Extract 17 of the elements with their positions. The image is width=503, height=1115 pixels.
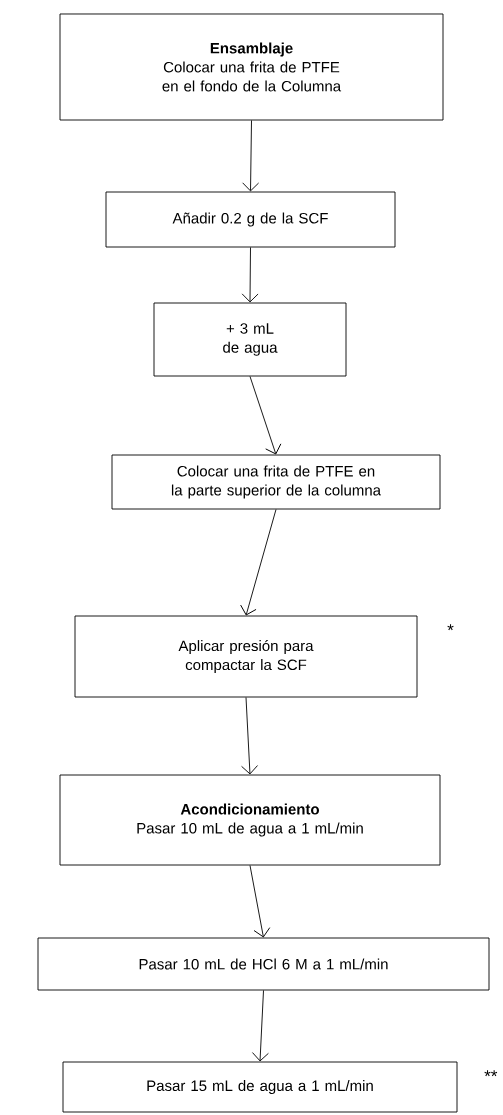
arrow	[249, 376, 282, 455]
arrow	[241, 247, 259, 303]
arrow	[242, 120, 260, 192]
process-box: Aplicar presión para compactar la SCF	[74, 615, 418, 698]
arrow	[252, 990, 269, 1062]
process-box: Pasar 15 mL de agua a 1 mL/min	[62, 1061, 458, 1113]
process-box: Añadir 0.2 g de la SCF	[105, 191, 396, 248]
arrow	[240, 509, 277, 616]
process-box: + 3 mL de agua	[153, 302, 347, 377]
process-box: Pasar 10 mL de HCl 6 M a 1 mL/min	[37, 937, 490, 991]
footnote-mark: **	[484, 1070, 498, 1077]
footnote-mark: *	[447, 624, 454, 631]
process-box: Colocar una frita de PTFE en la parte superior de la columna	[111, 454, 441, 510]
arrow	[241, 697, 258, 775]
process-box: Ensamblaje Colocar una frita de PTFE en el fondo de la Columna	[59, 13, 444, 121]
process-box: Acondicionamiento Pasar 10 mL de agua a 1 mL/min	[59, 774, 441, 866]
arrow	[249, 865, 271, 938]
